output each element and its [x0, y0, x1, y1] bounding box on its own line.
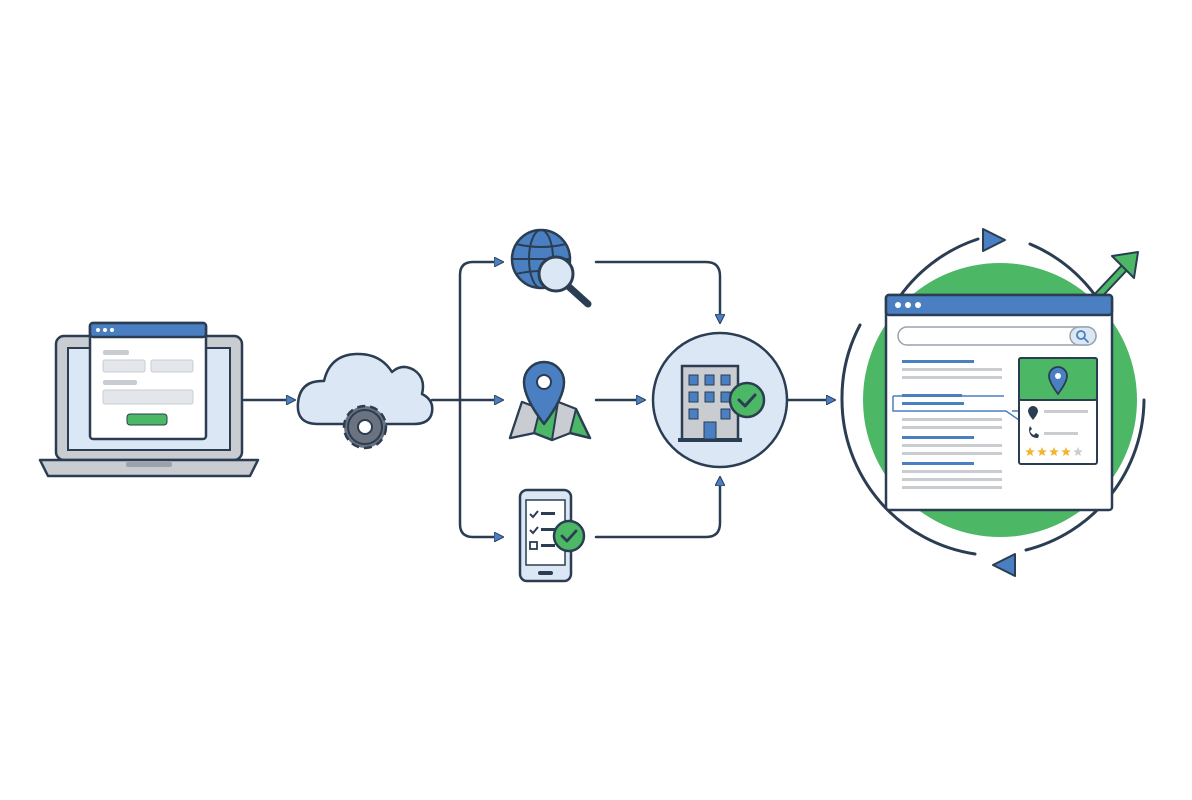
arrow-search-to-building [594, 260, 720, 320]
arrow-branch-to-search [458, 262, 500, 402]
gear-icon [342, 404, 388, 450]
building-check-icon [651, 331, 789, 469]
search-bar [897, 326, 1097, 346]
star-empty-icon [1073, 447, 1083, 457]
address-pin-icon [1028, 406, 1038, 420]
phone-icon [1029, 426, 1039, 438]
globe-search-icon [510, 228, 592, 308]
star-filled-icon [1037, 447, 1047, 457]
star-filled-icon [1049, 447, 1059, 457]
star-filled-icon [1061, 447, 1071, 457]
connector-lines [242, 260, 832, 539]
cycle-arrow-top [982, 228, 1006, 252]
browser-listing-icon [840, 228, 1146, 577]
location-pin-icon [1048, 366, 1068, 396]
laptop-form-icon [38, 321, 260, 478]
cloud-gear-icon [296, 352, 434, 450]
form-window [88, 321, 208, 441]
magnifier-icon [537, 255, 592, 308]
business-profile-card [1018, 357, 1098, 465]
arrow-branch-to-mobile [458, 398, 500, 537]
growth-arrow-icon [1089, 251, 1139, 305]
map-pin-icon [508, 360, 592, 442]
star-filled-icon [1025, 447, 1035, 457]
star-rating [1025, 447, 1083, 457]
verified-check-icon [728, 381, 766, 419]
check-badge-icon [552, 519, 586, 553]
arrow-mobile-to-building [594, 480, 720, 539]
cycle-arrow-bottom [992, 553, 1016, 577]
search-icon [1076, 330, 1089, 343]
search-results [892, 360, 1020, 489]
phone-checklist-icon [518, 488, 586, 583]
